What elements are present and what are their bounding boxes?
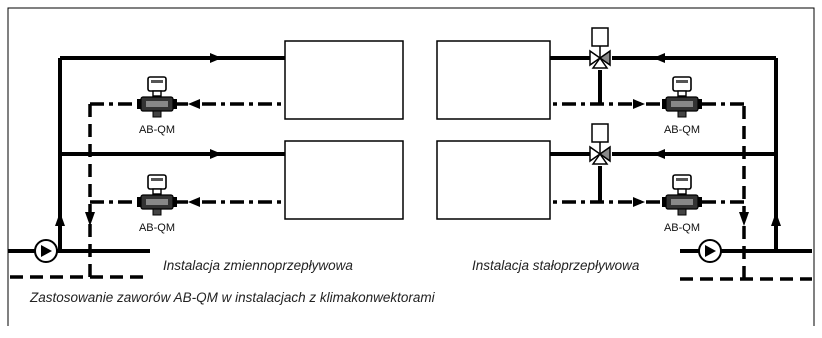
fan-coil-unit	[436, 40, 551, 120]
ab-qm-valve-icon	[661, 174, 703, 216]
fan-coil-unit	[284, 40, 404, 120]
valve-label: AB-QM	[139, 222, 175, 234]
valve-label: AB-QM	[664, 222, 700, 234]
fan-coil-unit	[436, 140, 551, 220]
pump-icon	[698, 239, 722, 263]
valve-label: AB-QM	[664, 124, 700, 136]
ab-qm-valve-icon	[136, 76, 178, 118]
three-way-valve-icon	[589, 123, 611, 165]
ab-qm-valve-icon	[661, 76, 703, 118]
constant-flow-system: AB-QM AB-QM Instalacja stałoprzepływowa	[436, 27, 812, 281]
figure-caption: Zastosowanie zaworów AB-QM w instalacjac…	[29, 290, 436, 305]
three-way-valve-icon	[589, 27, 611, 69]
ab-qm-valve-icon	[136, 174, 178, 216]
constant-flow-caption: Instalacja stałoprzepływowa	[472, 258, 640, 273]
variable-flow-system: AB-QM AB-QM Instalacja zmiennoprzepływow…	[8, 40, 404, 279]
variable-flow-caption: Instalacja zmiennoprzepływowa	[163, 258, 353, 273]
frame	[7, 7, 815, 326]
valve-label: AB-QM	[139, 124, 175, 136]
fan-coil-unit	[284, 140, 404, 220]
pump-icon	[34, 239, 58, 263]
